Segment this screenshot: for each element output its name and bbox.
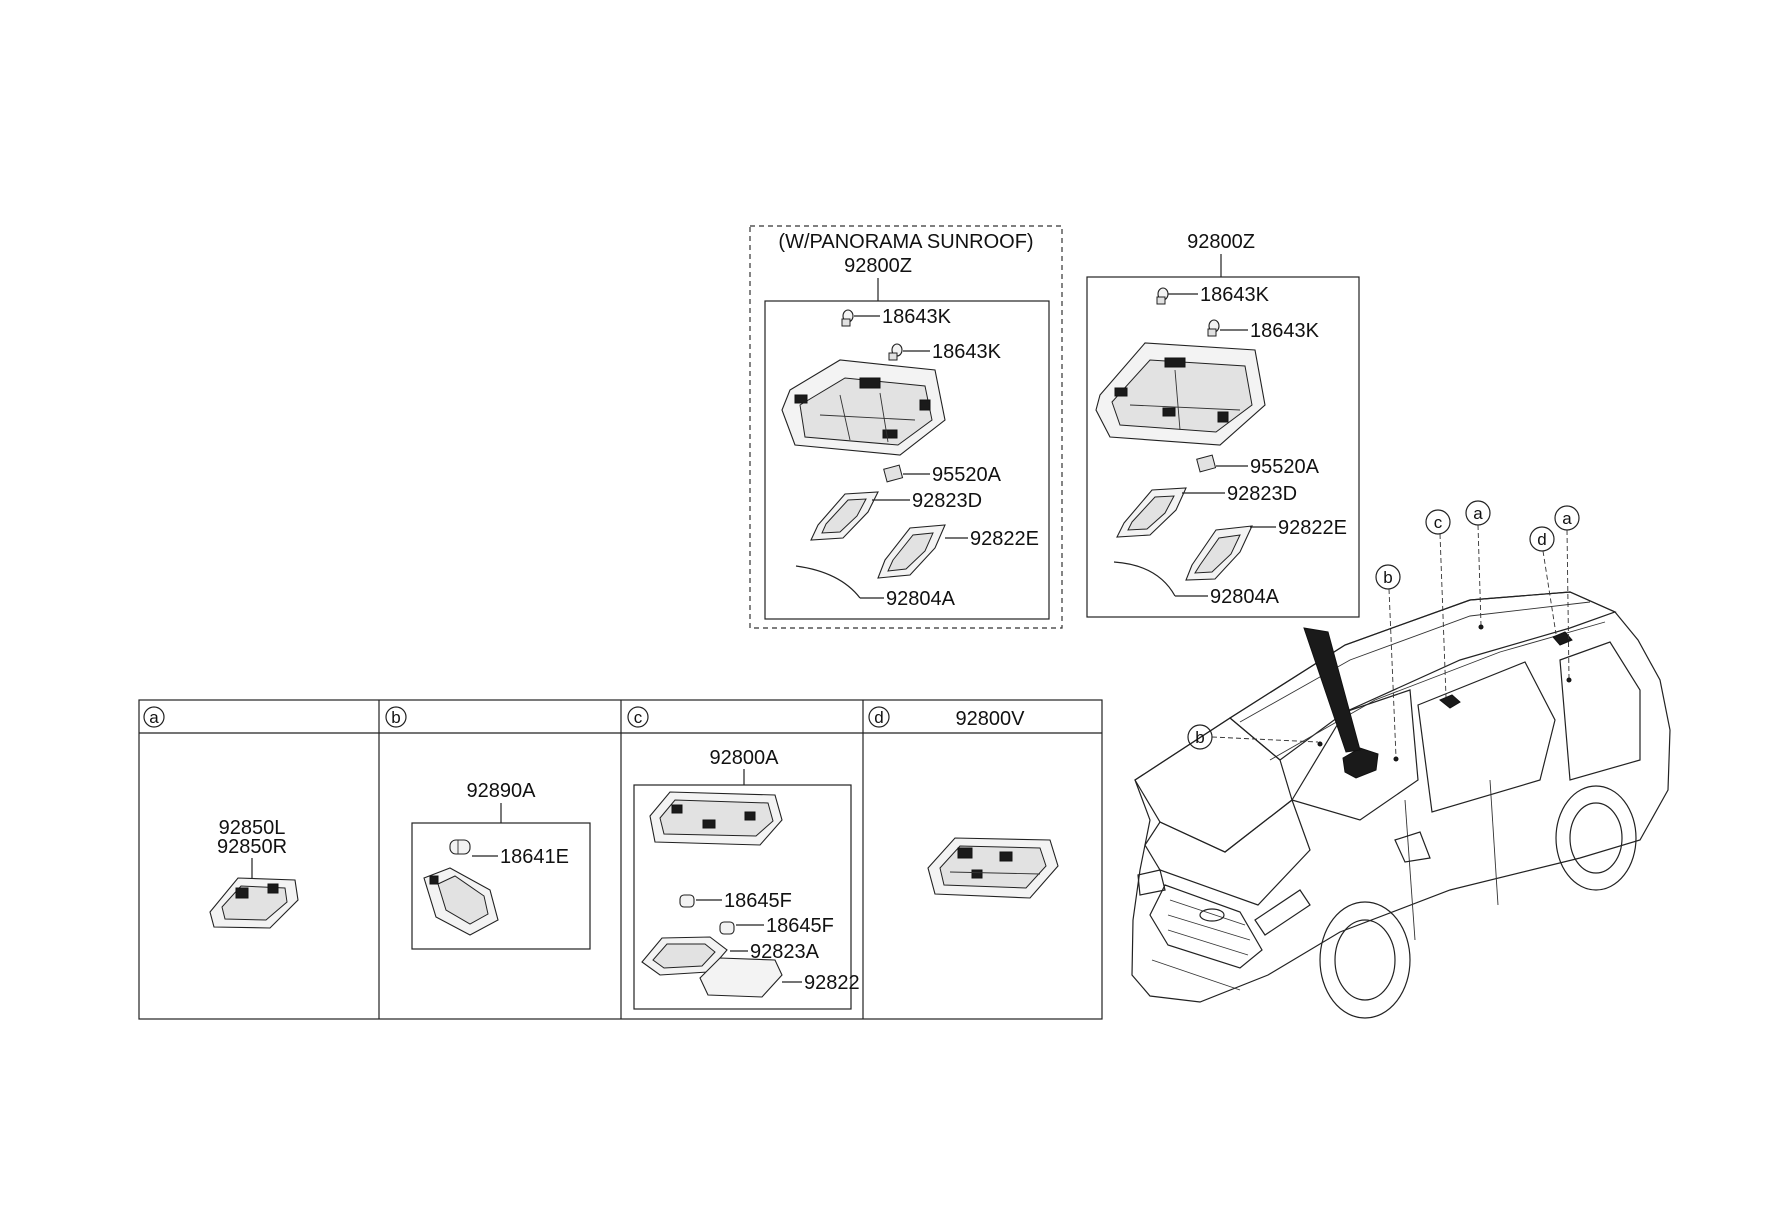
lens-cover-icon xyxy=(699,957,783,998)
standard-assembly-label: 92800Z xyxy=(1187,231,1255,253)
panorama-part-label: 18643K xyxy=(882,306,952,328)
callout-b-marker: b xyxy=(1375,564,1401,758)
callout-a-marker: a xyxy=(1554,505,1580,679)
room-lamp-icon xyxy=(209,877,299,929)
svg-text:a: a xyxy=(149,708,159,727)
svg-text:d: d xyxy=(874,708,883,727)
standard-part-label: 18643K xyxy=(1250,320,1320,342)
bulb-icon xyxy=(841,309,854,327)
overhead-console-spot xyxy=(1342,747,1379,779)
standard-part-label: 92823D xyxy=(1227,483,1297,505)
lens-frame-icon xyxy=(877,524,946,579)
panorama-part-label: 95520A xyxy=(932,464,1002,486)
luggage-lamp-icon xyxy=(423,867,499,936)
map-lamp-label: 92850R xyxy=(217,836,287,858)
panorama-part-label: 92823D xyxy=(912,490,982,512)
callout-d-marker: d xyxy=(1529,526,1557,635)
panorama-dashed-frame xyxy=(749,225,1063,629)
callout-a-marker: a xyxy=(1465,500,1491,626)
table-column-marker: a xyxy=(143,706,165,728)
standard-part-label: 95520A xyxy=(1250,456,1320,478)
panorama-group: (W/PANORAMA SUNROOF) 92800Z 18643K 18643… xyxy=(749,225,1063,629)
overhead-console-housing-icon xyxy=(781,359,946,456)
panorama-inner-box xyxy=(764,300,1050,620)
svg-text:c: c xyxy=(1434,513,1443,532)
part-label: 18645F xyxy=(724,890,792,912)
lens-frame-icon xyxy=(1116,487,1187,538)
panorama-part-label: 18643K xyxy=(932,341,1002,363)
part-label: 18645F xyxy=(766,915,834,937)
standard-part-label: 92822E xyxy=(1278,517,1347,539)
svg-text:b: b xyxy=(1195,728,1204,747)
bulb-icon xyxy=(679,894,695,908)
wire-harness-icon xyxy=(795,565,861,599)
callout-leader-wedge xyxy=(1303,627,1361,753)
bulb-icon xyxy=(449,839,471,855)
switch-icon xyxy=(1196,454,1217,473)
standard-group: 92800Z 18643K 18643K 95520A xyxy=(1086,231,1360,618)
standard-inner-box xyxy=(1086,276,1360,618)
vehicle-illustration: a a b b c d xyxy=(1131,500,1671,1019)
table-column-marker: c xyxy=(627,706,649,728)
lens-frame-icon xyxy=(810,491,879,541)
panorama-part-label: 92822E xyxy=(970,528,1039,550)
panorama-title: (W/PANORAMA SUNROOF) xyxy=(778,231,1033,253)
lens-frame-icon xyxy=(641,936,728,976)
svg-text:b: b xyxy=(1383,568,1392,587)
table-column-header: 92800V xyxy=(956,708,1026,730)
bulb-icon xyxy=(1156,287,1169,305)
table-column-marker: d xyxy=(868,706,890,728)
overhead-console-housing-icon xyxy=(649,791,783,846)
svg-text:b: b xyxy=(391,708,400,727)
callout-c-marker: c xyxy=(1425,509,1451,698)
svg-text:a: a xyxy=(1562,509,1572,528)
bulb-icon xyxy=(1207,319,1220,337)
part-label: 92822 xyxy=(804,972,860,994)
standard-part-label: 92804A xyxy=(1210,586,1280,608)
overhead-console-housing-icon xyxy=(927,837,1059,899)
svg-text:a: a xyxy=(1473,504,1483,523)
bulb-icon xyxy=(719,921,735,935)
part-label: 92823A xyxy=(750,941,820,963)
wire-harness-icon xyxy=(1113,561,1176,597)
switch-icon xyxy=(883,464,904,483)
assembly-label: 92890A xyxy=(467,780,537,802)
standard-part-label: 18643K xyxy=(1200,284,1270,306)
part-label: 18641E xyxy=(500,846,569,868)
panorama-assembly-label: 92800Z xyxy=(844,255,912,277)
overhead-console-housing-icon xyxy=(1095,342,1266,446)
parts-table: a b c d 92800V 92850L 92850R 92890A xyxy=(138,699,1103,1020)
table-column-marker: b xyxy=(385,706,407,728)
svg-text:c: c xyxy=(634,708,643,727)
lens-frame-icon xyxy=(1185,525,1253,581)
svg-text:d: d xyxy=(1537,530,1546,549)
bulb-icon xyxy=(888,343,903,361)
panorama-part-label: 92804A xyxy=(886,588,956,610)
callout-b-marker: b xyxy=(1187,724,1319,750)
assembly-label: 92800A xyxy=(710,747,780,769)
map-lamp-label: 92850L xyxy=(219,817,286,839)
